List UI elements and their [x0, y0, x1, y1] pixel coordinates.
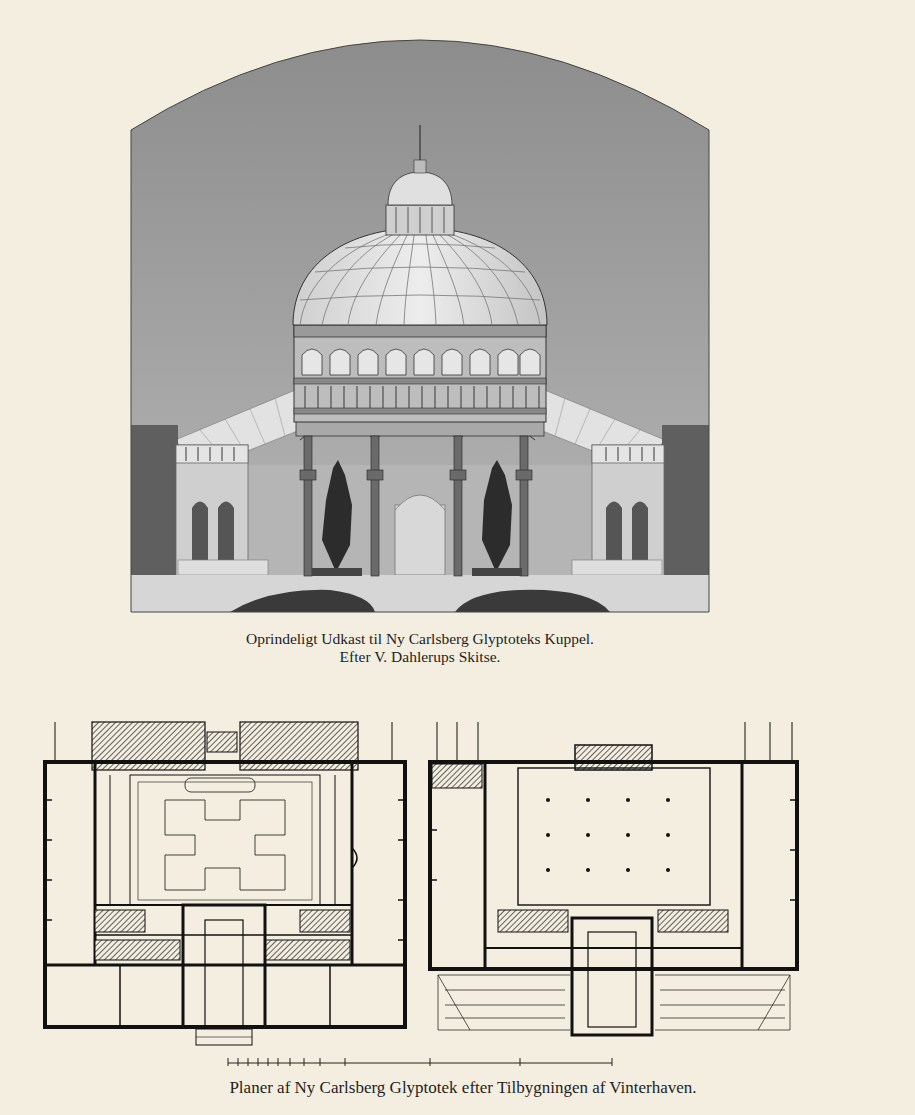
left-floor-plan — [45, 722, 405, 1045]
dome-illustration — [130, 30, 710, 620]
plan-caption: Planer af Ny Carlsberg Glyptotek efter T… — [229, 1078, 696, 1098]
illustration-frame — [131, 40, 709, 612]
figure-caption-line: Efter V. Dahlerups Skitse. — [340, 648, 501, 666]
scale-bar — [228, 1058, 612, 1066]
figure-caption-line: Oprindeligt Udkast til Ny Carlsberg Glyp… — [246, 630, 594, 648]
right-floor-plan — [430, 722, 797, 1035]
